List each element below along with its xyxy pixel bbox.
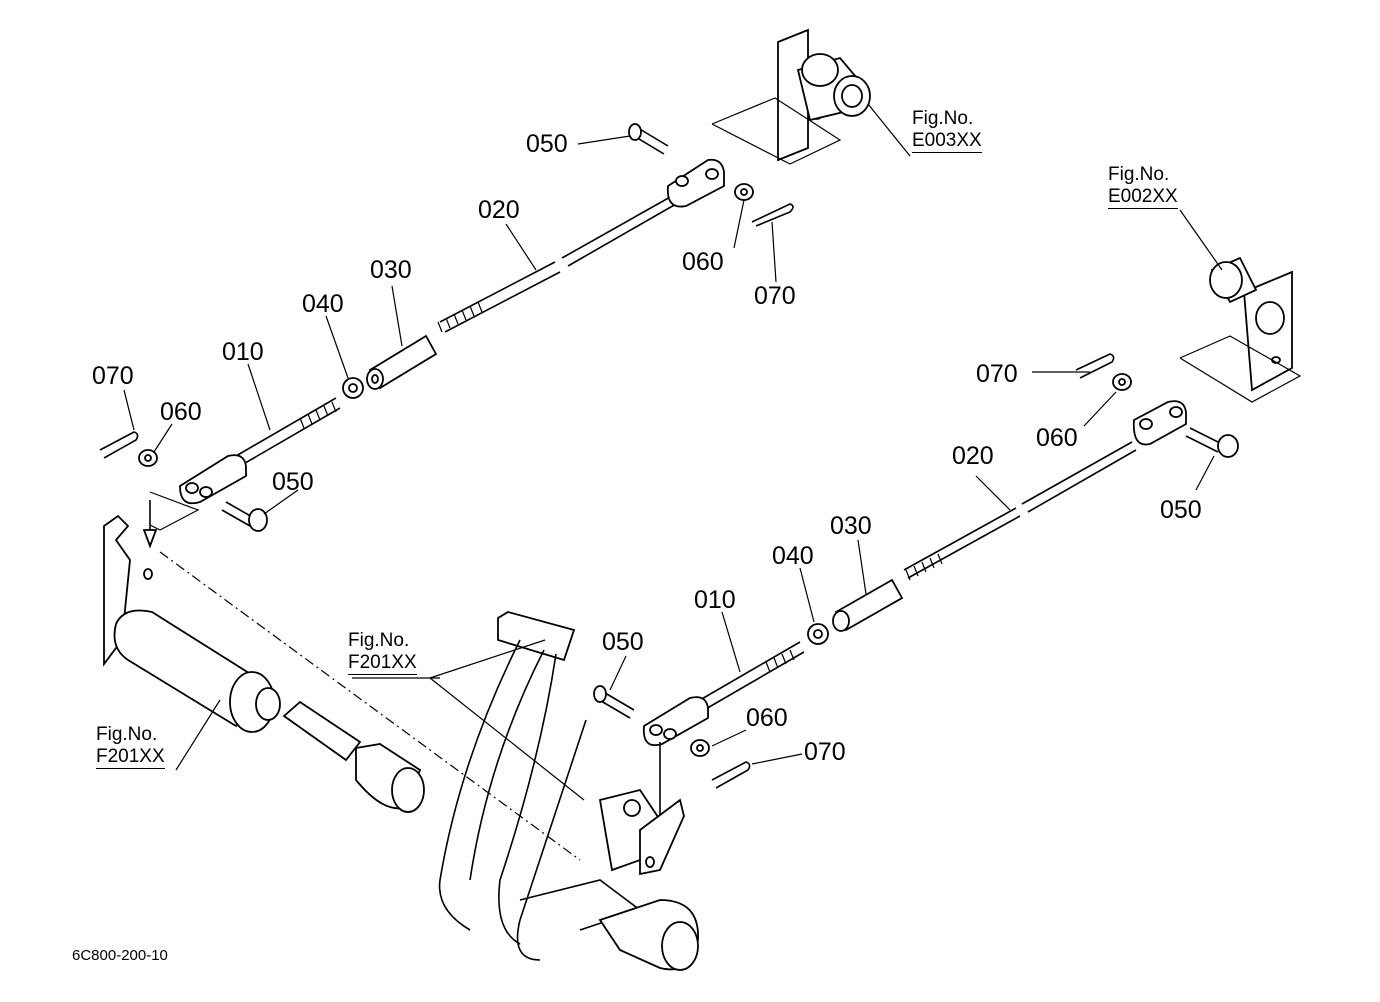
fig-ref-f201-left: Fig.No. F201XX [96,724,165,769]
pedal-frame [352,611,699,971]
upper-rod-020 [437,195,677,333]
upper-yoke-right [666,158,725,208]
upper-pedal-bracket [711,28,871,165]
label-lower-070-bottom: 070 [804,738,846,766]
lower-pin-050-left [593,685,635,719]
label-lower-070-top: 070 [976,360,1018,388]
document-number: 6C800-200-10 [72,947,168,964]
upper-rod-010 [179,397,341,505]
label-upper-070-right: 070 [754,282,796,310]
fig-ref-e003-prefix: Fig.No. [912,108,974,129]
label-lower-010: 010 [694,586,736,614]
upper-pin-050-left [221,501,268,532]
label-upper-030: 030 [370,256,412,284]
label-upper-010: 010 [222,338,264,366]
label-lower-020: 020 [952,442,994,470]
label-lower-060-top: 060 [1036,424,1078,452]
lower-sleeve-030 [832,578,904,632]
lower-rod-020 [903,441,1137,581]
lower-pedal-bracket [1179,256,1302,403]
label-lower-030: 030 [830,512,872,540]
label-lower-050-left: 050 [602,628,644,656]
upper-washer-060-left [138,449,158,467]
upper-cotter-070-right [751,203,794,227]
fig-ref-f201-left-code: F201XX [96,745,165,769]
fig-ref-f201-center-prefix: Fig.No. [348,630,410,651]
label-upper-060-left: 060 [160,398,202,426]
upper-sleeve-030 [366,334,438,390]
lower-washer-060-bottom [690,739,710,757]
label-lower-040: 040 [772,542,814,570]
cross-shaft [103,500,581,861]
label-lower-050-right: 050 [1160,496,1202,524]
lower-yoke-right [1132,400,1187,446]
label-upper-020: 020 [478,196,520,224]
lower-pin-050-right [1185,427,1239,458]
label-upper-050-left: 050 [272,468,314,496]
label-lower-060-bottom: 060 [746,704,788,732]
fig-ref-e002: Fig.No. E002XX [1108,164,1178,209]
upper-cotter-070-left [99,431,139,459]
upper-left-ref-box [149,491,200,531]
fig-ref-e002-prefix: Fig.No. [1108,164,1170,185]
label-upper-040: 040 [302,290,344,318]
lower-cotter-070-bottom [711,761,751,789]
lower-rod-010 [642,641,805,747]
lower-nut-040 [807,623,829,645]
fig-ref-f201-center-code: F201XX [348,651,417,675]
label-upper-050: 050 [526,130,568,158]
fig-ref-e003-code: E003XX [912,129,982,153]
fig-ref-e002-code: E002XX [1108,185,1178,209]
lower-washer-060-top [1112,373,1132,391]
fig-ref-f201-center: Fig.No. F201XX [348,630,417,675]
lower-cotter-070-top [1075,353,1115,379]
fig-ref-e003: Fig.No. E003XX [912,108,982,153]
label-upper-060-right: 060 [682,248,724,276]
upper-washer-060-right [734,183,754,201]
upper-nut-040 [342,377,364,399]
leader-lines [123,103,1223,771]
upper-pin-050 [628,123,669,155]
fig-ref-f201-left-prefix: Fig.No. [96,724,158,745]
label-upper-070-left: 070 [92,362,134,390]
